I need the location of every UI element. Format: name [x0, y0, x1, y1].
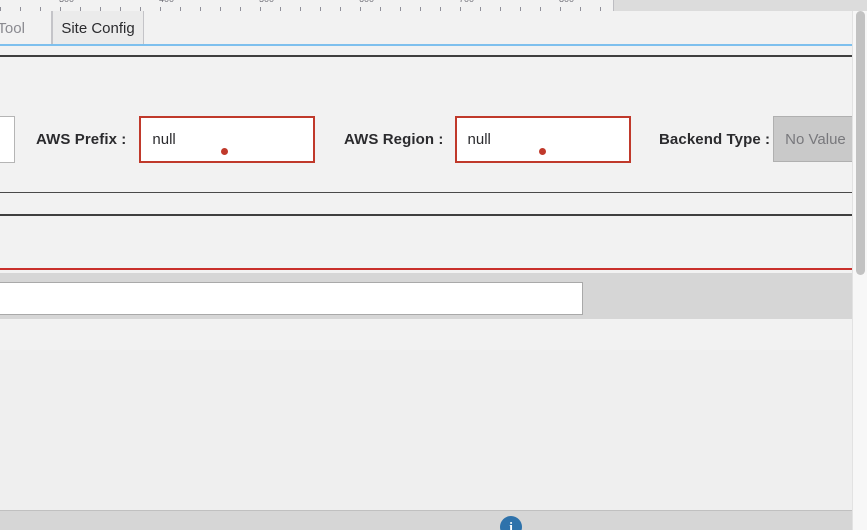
- field-aws-prefix: AWS Prefix : null: [36, 109, 316, 169]
- aws-region-value: null: [467, 130, 491, 148]
- config-form-row: AWS Prefix : null AWS Region : null Back…: [0, 109, 866, 169]
- ruler-tick-label: 400: [159, 0, 174, 4]
- partial-left-input[interactable]: [0, 115, 15, 163]
- status-footer: i: [0, 510, 867, 530]
- field-partial-left: [0, 109, 15, 169]
- ruler-minor-tick: [260, 7, 261, 11]
- ruler-minor-tick: [80, 7, 81, 11]
- field-aws-region: AWS Region : null: [344, 109, 631, 169]
- vertical-scrollbar-track[interactable]: [852, 11, 867, 530]
- vertical-scrollbar-thumb[interactable]: [856, 11, 865, 275]
- ruler-minor-tick: [120, 7, 121, 11]
- ruler-tick-label: 600: [359, 0, 374, 4]
- backend-type-value: No Value: [785, 130, 846, 148]
- ruler-minor-tick: [240, 7, 241, 11]
- backend-type-input: No Value: [773, 116, 866, 162]
- divider-mid-lower: [0, 214, 853, 216]
- ruler-minor-tick: [280, 7, 281, 11]
- ruler-minor-tick: [140, 7, 141, 11]
- tab-bar-underline: [0, 44, 867, 46]
- site-config-pane: AWS Prefix : null AWS Region : null Back…: [0, 47, 867, 530]
- ruler-minor-tick: [400, 7, 401, 11]
- info-icon[interactable]: i: [500, 516, 522, 530]
- wide-text-input[interactable]: [0, 282, 583, 315]
- ruler-minor-tick: [600, 7, 601, 11]
- tab-query-tool-label: y Tool: [0, 19, 25, 37]
- ruler-minor-tick: [160, 7, 161, 11]
- ruler-minor-tick: [540, 7, 541, 11]
- ruler-minor-tick: [100, 7, 101, 11]
- ruler-minor-tick: [20, 7, 21, 11]
- ruler-minor-tick: [60, 7, 61, 11]
- aws-prefix-value: null: [152, 130, 176, 148]
- ruler-minor-tick: [300, 7, 301, 11]
- ruler-minor-tick: [440, 7, 441, 11]
- ruler-minor-tick: [420, 7, 421, 11]
- backend-type-label: Backend Type :: [659, 130, 771, 148]
- field-backend-type: Backend Type : No Value: [659, 109, 866, 169]
- sub-panel: [0, 319, 853, 351]
- ruler-minor-tick: [340, 7, 341, 11]
- ruler-minor-tick: [320, 7, 321, 11]
- ruler-minor-tick: [580, 7, 581, 11]
- ruler-tick-label: 500: [259, 0, 274, 4]
- lower-content-area: [0, 350, 867, 510]
- ruler-minor-tick: [520, 7, 521, 11]
- ruler-content-area: [0, 0, 614, 11]
- ruler-minor-tick: [480, 7, 481, 11]
- divider-mid-upper: [0, 192, 853, 193]
- aws-region-input[interactable]: null: [454, 115, 631, 163]
- ruler-minor-tick: [500, 7, 501, 11]
- tab-query-tool[interactable]: y Tool: [0, 11, 52, 45]
- aws-prefix-input[interactable]: null: [139, 115, 316, 163]
- ruler-minor-tick: [380, 7, 381, 11]
- ruler-tick-label: 300: [59, 0, 74, 4]
- ruler-tick-label: 800: [559, 0, 574, 4]
- tab-site-config[interactable]: Site Config: [52, 11, 144, 45]
- ruler-minor-tick: [200, 7, 201, 11]
- ruler-inactive-area: [614, 0, 867, 11]
- ruler-tick-label: 700: [459, 0, 474, 4]
- ruler-minor-tick: [0, 7, 1, 11]
- tab-site-config-label: Site Config: [61, 19, 135, 37]
- aws-prefix-required-dot: [221, 147, 229, 155]
- aws-region-required-dot: [538, 147, 546, 155]
- ruler-minor-tick: [360, 7, 361, 11]
- aws-prefix-label: AWS Prefix :: [36, 130, 127, 148]
- tab-bar: y Tool Site Config: [0, 11, 867, 46]
- aws-region-label: AWS Region :: [344, 130, 444, 148]
- ruler-minor-tick: [560, 7, 561, 11]
- wide-input-band: [0, 273, 853, 319]
- ruler-minor-tick: [460, 7, 461, 11]
- ruler-minor-tick: [180, 7, 181, 11]
- divider-error-red: [0, 268, 853, 270]
- divider-top: [0, 55, 853, 57]
- ruler-minor-tick: [220, 7, 221, 11]
- ruler-minor-tick: [40, 7, 41, 11]
